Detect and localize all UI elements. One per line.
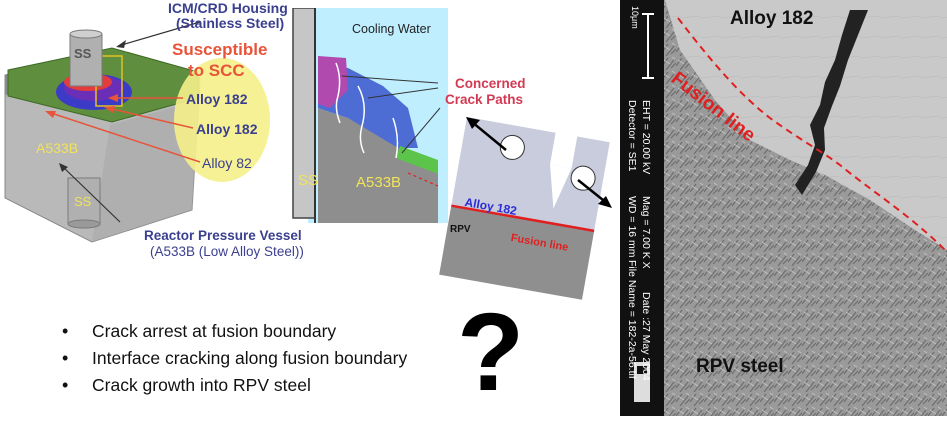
housing-subtitle: (Stainless Steel) — [176, 15, 285, 31]
micro-rpv-label: RPV steel — [696, 356, 784, 377]
sem-wd: WD = 16 mm — [626, 196, 638, 258]
micro-alloy-label: Alloy 182 — [730, 8, 814, 29]
rpv-title: Reactor Pressure Vessel — [144, 228, 302, 243]
housing-title: ICM/CRD Housing — [168, 0, 288, 16]
a533b-label: A533B — [36, 140, 79, 156]
scale-label: 10μm — [630, 6, 640, 29]
micrograph-image — [620, 0, 947, 416]
question-mark: ? — [457, 291, 525, 414]
sem-eht: EHT = 20.00 kV — [640, 100, 652, 175]
sem-detector: Detector = SE1 — [626, 100, 638, 172]
section-ss-label: SS — [298, 172, 319, 189]
specimen-rpv-label: RPV — [450, 224, 471, 235]
bullet-text: Crack growth into RPV steel — [92, 375, 311, 395]
sem-micrograph: 10μm EHT = 20.00 kV Mag = 7.00 K X Date … — [620, 0, 947, 416]
list-item: •Crack growth into RPV steel — [62, 372, 407, 399]
bullet-text: Interface cracking along fusion boundary — [92, 348, 408, 368]
crack-paths-line1: Concerned — [455, 76, 526, 91]
cooling-water-label: Cooling Water — [352, 22, 431, 36]
list-item: •Interface cracking along fusion boundar… — [62, 345, 407, 372]
ct-specimen — [439, 117, 612, 300]
section-a533b-label: A533B — [356, 174, 402, 191]
sem-date: Date :27 May 2004 — [640, 292, 652, 381]
sem-filename: File Name = 182-2a-56.tif — [626, 260, 638, 379]
rpv-subtitle: (A533B (Low Alloy Steel)) — [150, 244, 304, 259]
rpv-subtitle-text: (A533B (Low Alloy Steel)) — [150, 244, 304, 259]
crack-paths-line2: Crack Paths — [445, 92, 524, 107]
ss-top-label: SS — [74, 46, 92, 61]
ss-bottom-label: SS — [74, 194, 92, 209]
alloy182-label-a: Alloy 182 — [186, 91, 248, 107]
bullet-text: Crack arrest at fusion boundary — [92, 321, 337, 341]
list-item: •Crack arrest at fusion boundary — [62, 318, 407, 345]
scc-title-line2: to SCC — [188, 61, 245, 80]
bullet-list: •Crack arrest at fusion boundary •Interf… — [62, 318, 407, 399]
alloy82-label: Alloy 82 — [202, 155, 252, 171]
nozzle-cutaway-diagram — [4, 21, 270, 243]
cross-section-diagram — [292, 8, 448, 223]
alloy182-label-b: Alloy 182 — [196, 121, 258, 137]
sem-mag: Mag = 7.00 K X — [640, 196, 652, 269]
scc-title-line1: Susceptible — [172, 40, 268, 59]
